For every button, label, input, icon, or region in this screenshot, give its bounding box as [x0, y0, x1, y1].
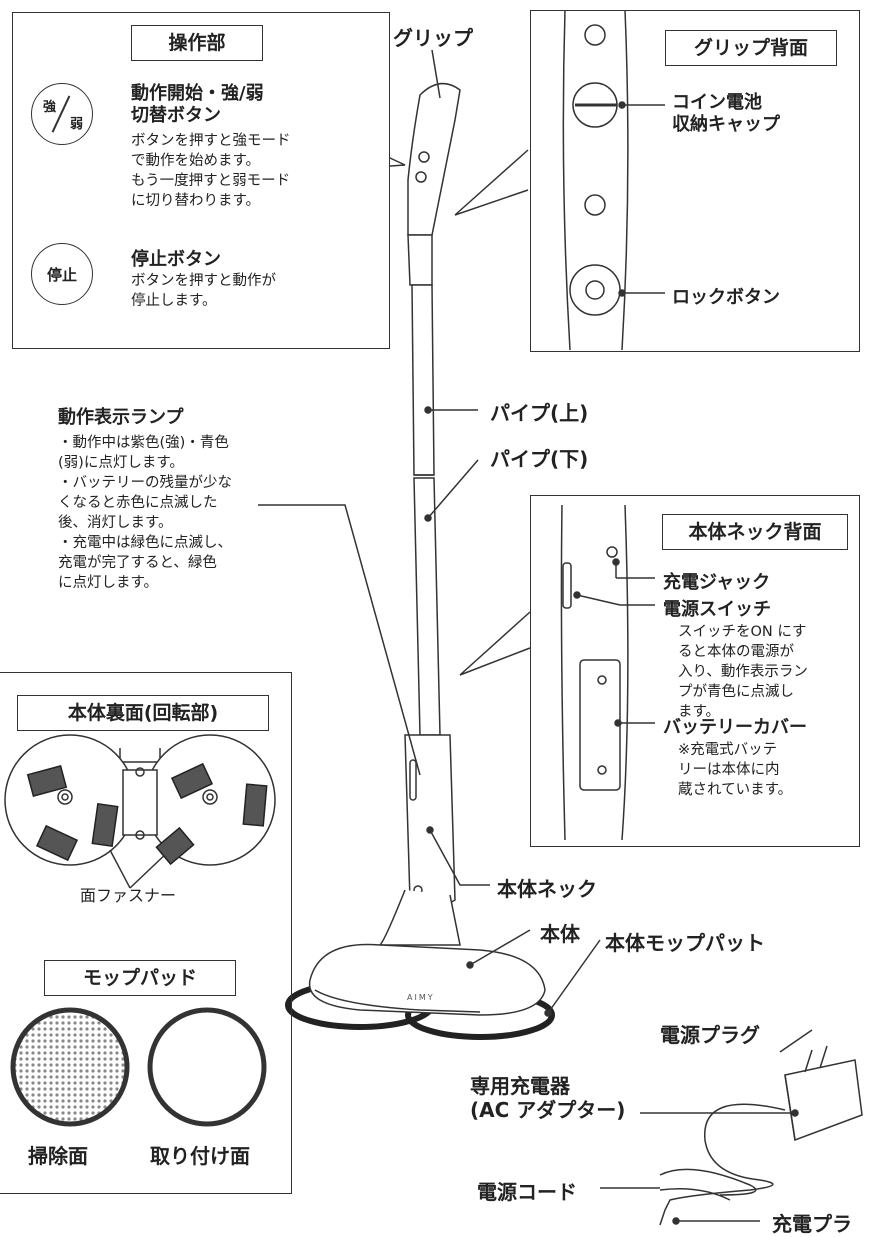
- mop-pad-unit-label: 本体モップパット: [605, 931, 765, 955]
- coin-battery-cap-label: コイン電池 収納キャップ: [672, 92, 780, 135]
- battery-cover-label: バッテリーカバー: [663, 717, 807, 738]
- body-label: 本体: [540, 922, 580, 946]
- strong-weak-button-title: 動作開始・強/弱 切替ボタン: [131, 83, 264, 126]
- cleaning-face-label: 掃除面: [28, 1144, 88, 1168]
- power-cord-label: 電源コード: [477, 1180, 577, 1204]
- stop-button-title: 停止ボタン: [131, 249, 221, 270]
- mount-face-label: 取り付け面: [150, 1144, 250, 1168]
- mop-pad-title: モップパッド: [44, 960, 236, 996]
- pipe-upper-label: パイプ(上): [490, 401, 589, 425]
- stop-button-icon: 停止: [31, 243, 93, 305]
- battery-cover-desc: ※充電式バッテ リーは本体に内 蔵されています。: [678, 742, 793, 798]
- fastener-label: 面ファスナー: [80, 886, 177, 905]
- strong-weak-button-desc: ボタンを押すと強モード で動作を始めます。 もう一度押すと弱モード に切り替わり…: [131, 133, 291, 209]
- stop-button-desc: ボタンを押すと動作が 停止します。: [131, 273, 276, 309]
- neck-label: 本体ネック: [497, 877, 597, 901]
- underside-panel: [0, 672, 292, 1194]
- charge-jack-label: 充電ジャック: [663, 572, 771, 593]
- controls-panel: 操作部 強 弱 動作開始・強/弱 切替ボタン ボタンを押すと強モード で動作を始…: [12, 12, 390, 349]
- controls-panel-title: 操作部: [131, 25, 263, 61]
- lamp-title: 動作表示ランプ: [58, 407, 184, 428]
- grip-back-title: グリップ背面: [665, 30, 837, 66]
- grip-label: グリップ: [393, 26, 473, 50]
- pipe-lower-label: パイプ(下): [490, 447, 589, 471]
- neck-back-title: 本体ネック背面: [662, 514, 848, 550]
- power-switch-label: 電源スイッチ: [663, 599, 771, 620]
- power-plug-label: 電源プラグ: [660, 1023, 760, 1047]
- lamp-desc: ・動作中は紫色(強)・青色 (弱)に点灯します。 ・バッテリーの残量が少な くな…: [58, 435, 232, 591]
- grip-back-panel: [530, 10, 860, 352]
- neck-back-panel: [530, 495, 860, 847]
- underside-title: 本体裏面(回転部): [17, 695, 269, 731]
- charger-label: 専用充電器 (AC アダプター): [470, 1074, 626, 1122]
- lock-button-label: ロックボタン: [672, 287, 780, 308]
- brand-logo: AIMY: [407, 993, 435, 1002]
- strong-weak-button-icon: 強 弱: [31, 83, 93, 145]
- power-switch-desc: スイッチをON にす ると本体の電源が 入り、動作表示ラン プが青色に点滅し ま…: [678, 624, 808, 720]
- charge-plug-label: 充電プラ: [772, 1212, 852, 1236]
